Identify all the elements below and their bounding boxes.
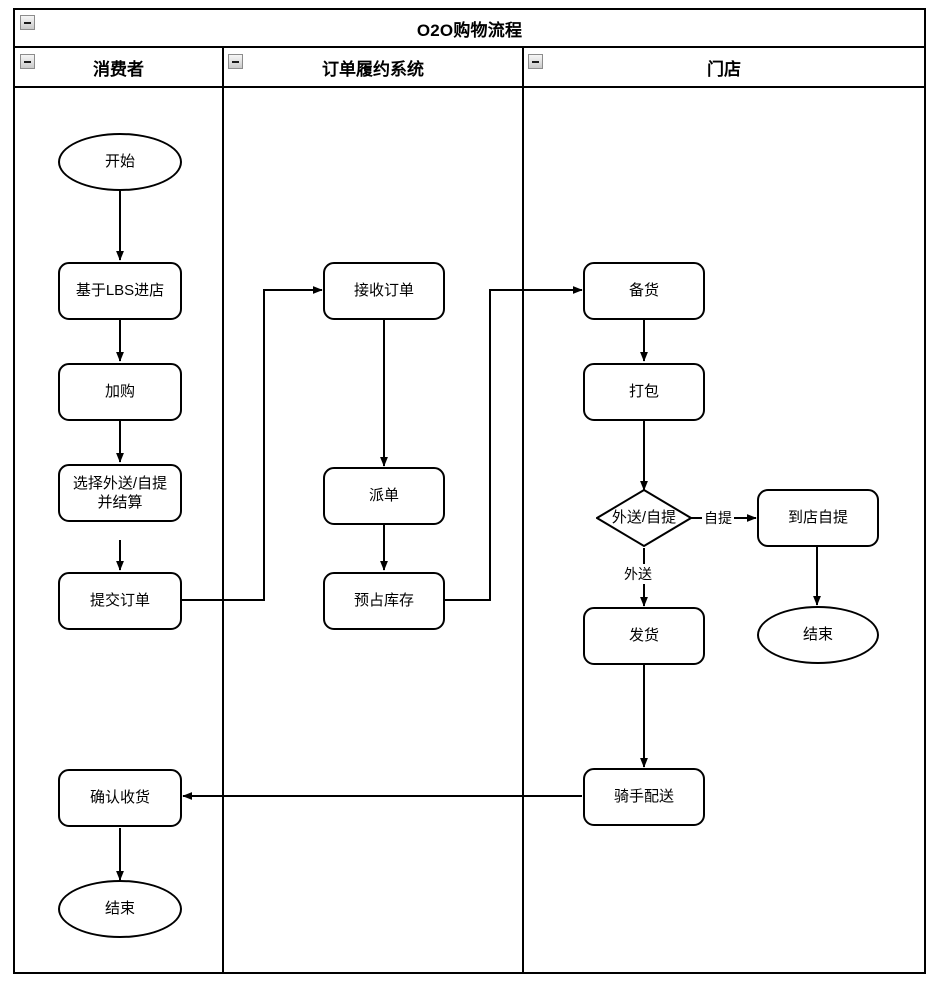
edge-label-pickup: 自提 xyxy=(702,508,734,528)
node-submit-order-label: 提交订单 xyxy=(89,592,150,610)
node-lbs-entry[interactable]: 基于LBS进店 xyxy=(58,262,182,320)
lane-divider-2 xyxy=(522,48,524,972)
node-choose-fulfillment-label-line2: 并结算 xyxy=(97,494,143,511)
node-end-pickup-label: 结束 xyxy=(802,626,833,644)
node-pack-label: 打包 xyxy=(628,383,659,401)
node-end-pickup[interactable]: 结束 xyxy=(757,606,879,664)
node-lbs-entry-label: 基于LBS进店 xyxy=(75,282,165,300)
node-confirm-receipt[interactable]: 确认收货 xyxy=(58,769,182,827)
node-choose-fulfillment-label-line1: 选择外送/自提 xyxy=(72,474,168,492)
node-submit-order[interactable]: 提交订单 xyxy=(58,572,182,630)
lane-consumer-collapse-minus-icon[interactable] xyxy=(20,54,35,69)
node-courier-delivery-label: 骑手配送 xyxy=(613,788,674,806)
node-courier-delivery[interactable]: 骑手配送 xyxy=(583,768,705,826)
lane-header-consumer[interactable]: 消费者 xyxy=(15,48,222,88)
node-prepare-goods-label: 备货 xyxy=(628,282,659,300)
node-add-to-cart-label: 加购 xyxy=(104,383,135,401)
node-pack[interactable]: 打包 xyxy=(583,363,705,421)
node-decision-label: 外送/自提 xyxy=(611,509,677,527)
node-decision-delivery-or-pickup[interactable]: 外送/自提 xyxy=(596,489,692,547)
lane-store-collapse-minus-icon[interactable] xyxy=(528,54,543,69)
node-ship-goods[interactable]: 发货 xyxy=(583,607,705,665)
lane-fulfillment-collapse-minus-icon[interactable] xyxy=(228,54,243,69)
lane-header-row: 消费者 订单履约系统 门店 xyxy=(15,48,924,88)
node-receive-order-label: 接收订单 xyxy=(353,282,414,300)
node-add-to-cart[interactable]: 加购 xyxy=(58,363,182,421)
node-end-consumer-label: 结束 xyxy=(104,900,135,918)
edge-label-delivery: 外送 xyxy=(622,564,654,584)
pool-title: O2O购物流程 xyxy=(15,10,924,48)
node-dispatch-order[interactable]: 派单 xyxy=(323,467,445,525)
node-end-consumer[interactable]: 结束 xyxy=(58,880,182,938)
node-reserve-inventory[interactable]: 预占库存 xyxy=(323,572,445,630)
lane-header-consumer-label: 消费者 xyxy=(93,59,144,79)
lane-divider-1 xyxy=(222,48,224,972)
lane-header-fulfillment[interactable]: 订单履约系统 xyxy=(222,48,522,88)
node-dispatch-order-label: 派单 xyxy=(368,487,399,505)
node-reserve-inventory-label: 预占库存 xyxy=(353,592,414,610)
node-store-pickup-label: 到店自提 xyxy=(787,509,848,527)
node-prepare-goods[interactable]: 备货 xyxy=(583,262,705,320)
pool-title-text: O2O购物流程 xyxy=(416,20,523,40)
lane-header-store-label: 门店 xyxy=(707,59,741,79)
node-choose-fulfillment[interactable]: 选择外送/自提 并结算 xyxy=(58,464,182,522)
node-confirm-receipt-label: 确认收货 xyxy=(89,789,150,807)
lane-header-fulfillment-label: 订单履约系统 xyxy=(322,59,424,79)
node-receive-order[interactable]: 接收订单 xyxy=(323,262,445,320)
lane-header-store[interactable]: 门店 xyxy=(522,48,924,88)
node-ship-goods-label: 发货 xyxy=(628,627,659,645)
pool-collapse-minus-icon[interactable] xyxy=(20,15,35,30)
node-store-pickup[interactable]: 到店自提 xyxy=(757,489,879,547)
node-start[interactable]: 开始 xyxy=(58,133,182,191)
node-start-label: 开始 xyxy=(104,153,135,171)
